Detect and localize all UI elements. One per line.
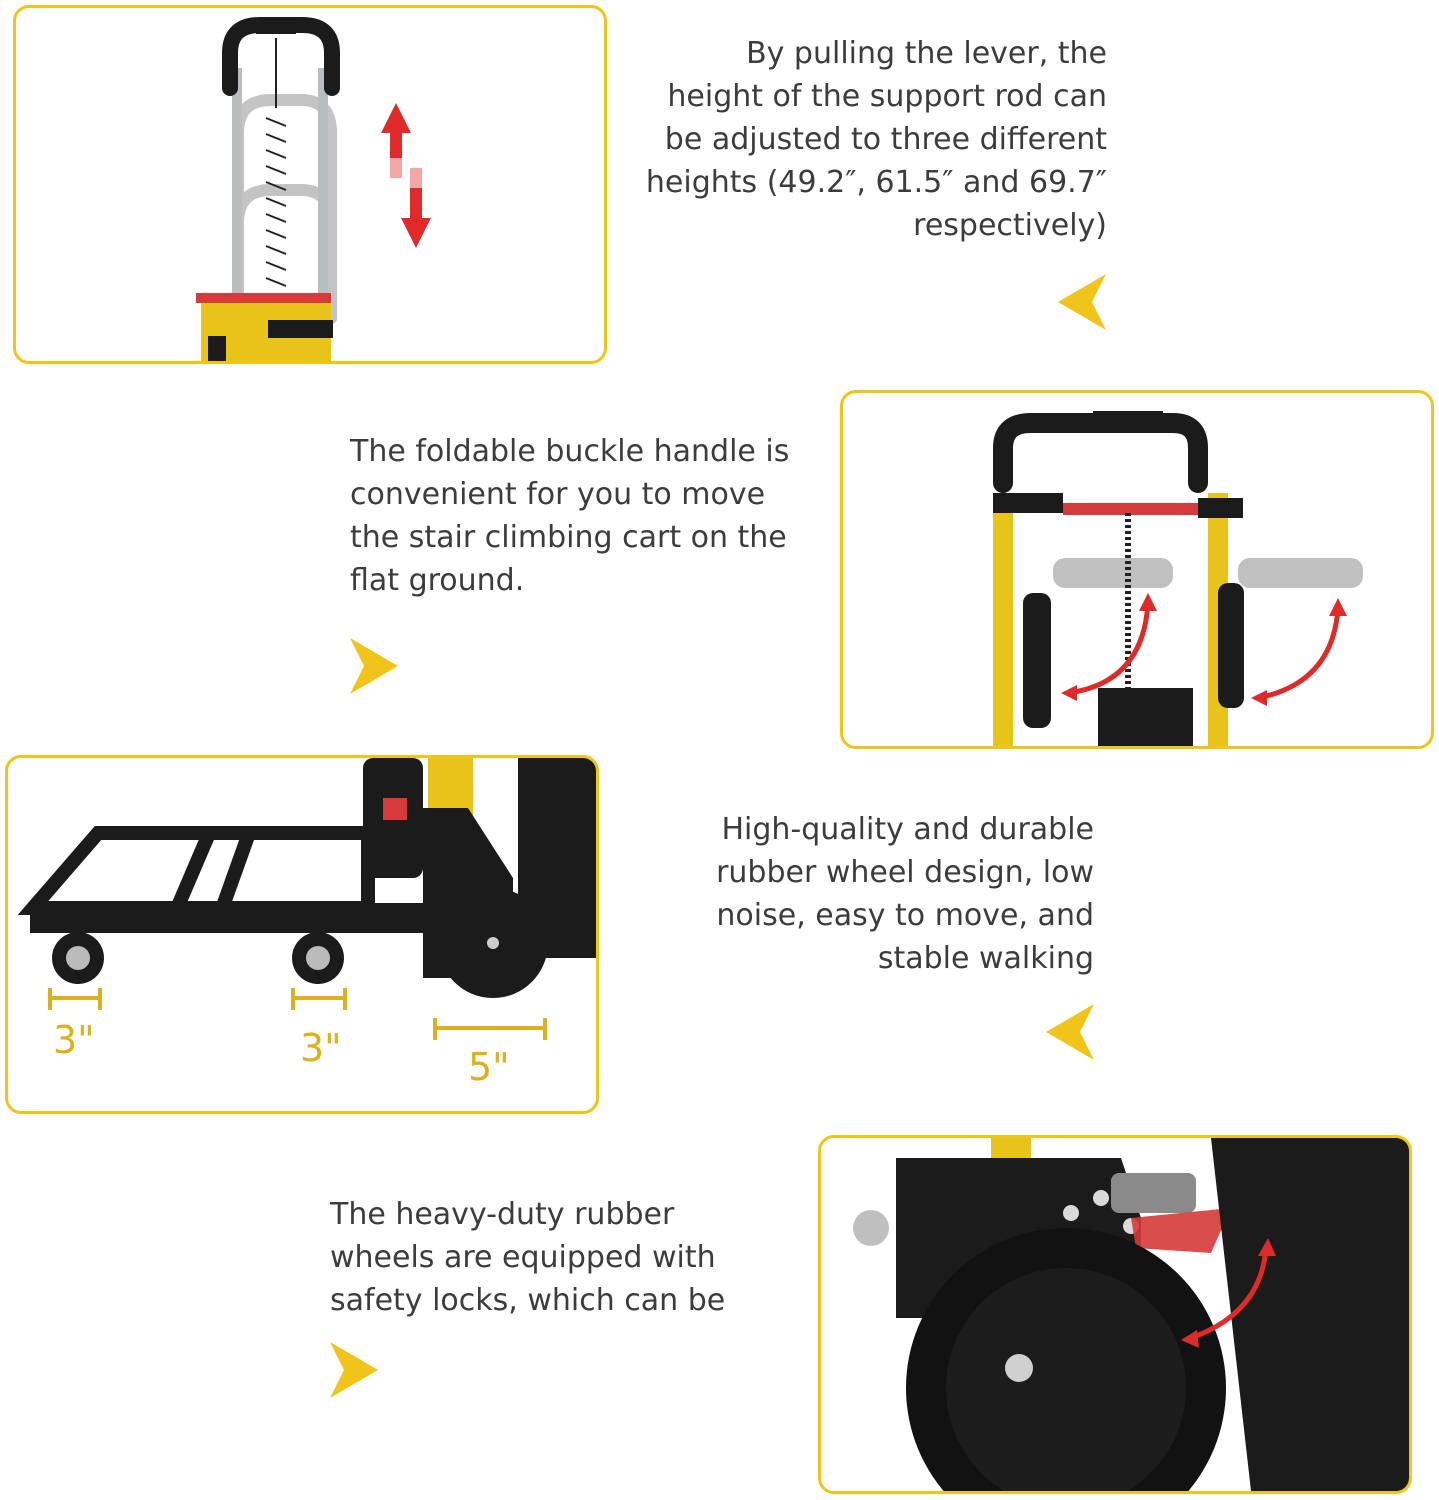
- dimension-label-main-wheel: 5": [468, 1045, 510, 1089]
- pointer-right-icon: [350, 636, 400, 696]
- safety-locks-image-panel: [818, 1135, 1412, 1494]
- safety-locks-caption: The heavy-duty rubber wheels are equippe…: [330, 1197, 726, 1318]
- wheel-lock-illustration: [853, 1138, 1409, 1491]
- height-adjust-caption: By pulling the lever, the height of the …: [645, 36, 1107, 243]
- pointer-left-icon: [1046, 1002, 1096, 1062]
- telescopic-handle-illustration: [196, 17, 431, 361]
- rubber-wheels-image-panel: 3" 3" 5": [5, 755, 599, 1114]
- dimension-label-rear-caster: 3": [300, 1026, 342, 1070]
- pointer-left-icon: [1058, 272, 1108, 332]
- height-adjust-image-panel: [13, 5, 607, 364]
- wheels-with-dimensions-illustration: 3" 3" 5": [17, 758, 596, 1089]
- foldable-handle-image-panel: [840, 390, 1434, 749]
- dimension-lines: [48, 988, 547, 1040]
- rubber-wheels-caption: High-quality and durable rubber wheel de…: [716, 812, 1094, 976]
- folding-handle-illustration: [993, 411, 1363, 746]
- up-down-arrow-icon: [381, 103, 431, 248]
- pointer-right-icon: [330, 1340, 380, 1400]
- foldable-handle-caption: The foldable buckle handle is convenient…: [350, 434, 790, 598]
- dimension-label-front-caster: 3": [53, 1018, 95, 1062]
